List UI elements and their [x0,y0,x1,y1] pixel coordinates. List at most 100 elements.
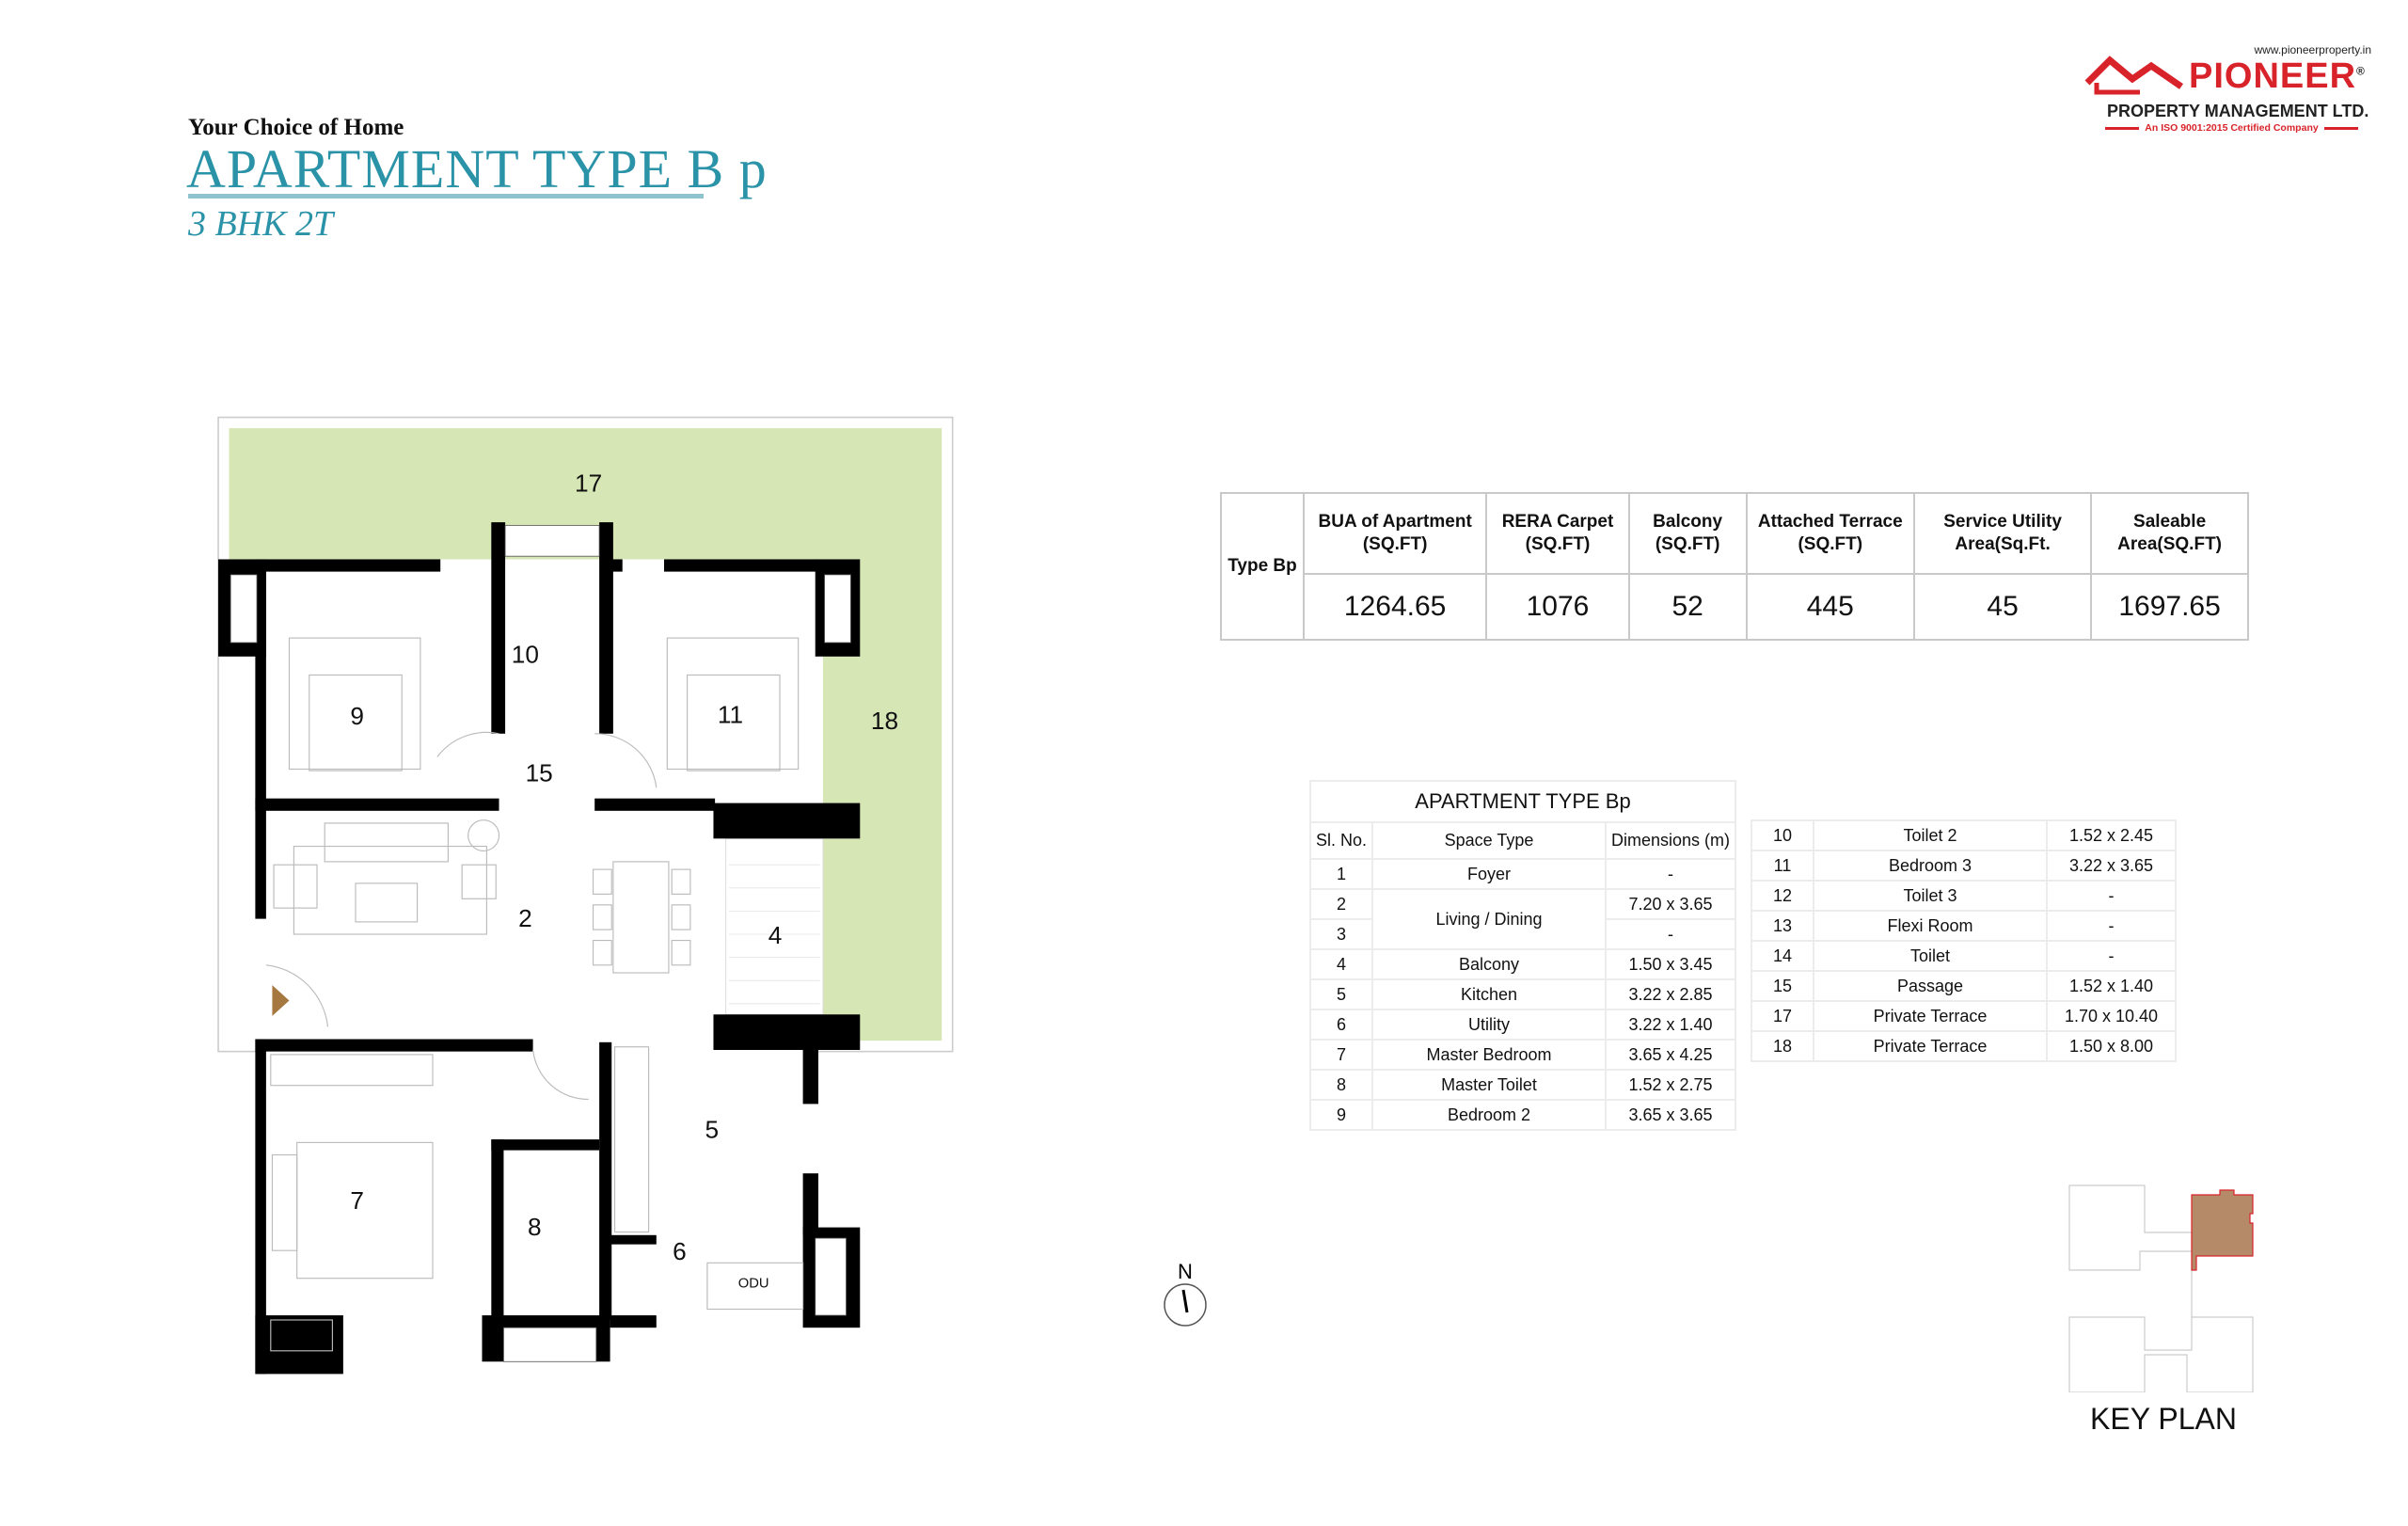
sl-no-cell: 14 [1751,940,1814,972]
sl-no-cell: 11 [1751,850,1814,882]
sl-no-cell: 18 [1751,1030,1814,1062]
north-compass-icon: N [1164,1260,1207,1327]
dimension-cell: 1.50 x 8.00 [2046,1030,2177,1062]
column-header: RERA Carpet (SQ.FT) [1485,492,1630,575]
dimension-cell: - [1605,858,1736,890]
dimension-cell: 3.65 x 4.25 [1605,1039,1736,1071]
service-utility-value: 45 [1912,573,2093,641]
dimension-cell: 1.52 x 1.40 [2046,970,2177,1002]
floor-plan: 17 18 9 10 11 15 2 4 5 7 8 6 ODU [217,416,954,1375]
space-type-cell: Master Bedroom [1371,1039,1607,1071]
dimension-cell: 1.70 x 10.40 [2046,1000,2177,1032]
label-utility: 6 [673,1237,687,1265]
dimension-cell: 1.52 x 2.45 [2046,819,2177,851]
dimension-cell: 7.20 x 3.65 [1605,888,1736,920]
key-plan-label: KEY PLAN [2090,1402,2237,1436]
room-labels: 17 18 9 10 11 15 2 4 5 7 8 6 ODU [350,469,898,1291]
label-master-bedroom: 7 [350,1186,364,1215]
space-type-cell: Living / Dining [1371,888,1607,950]
sl-no-cell: 6 [1309,1009,1373,1041]
window-hatches [230,524,851,1362]
type-cell: Type Bp [1220,492,1305,641]
column-header: Space Type [1371,821,1607,860]
table-row: 1264.65 1076 52 445 45 1697.65 [1221,573,2249,641]
sl-no-cell: 5 [1309,978,1373,1010]
saleable-area-value: 1697.65 [2090,573,2249,641]
logo-url: www.pioneerproperty.in [2254,43,2371,56]
company-logo: www.pioneerproperty.in PIONEER® PROPERTY… [2083,43,2384,137]
dimension-cell: 3.65 x 3.65 [1605,1099,1736,1131]
space-type-cell: Balcony [1371,948,1607,980]
space-table-caption: APARTMENT TYPE Bp [1309,780,1736,823]
dimension-cell: 1.50 x 3.45 [1605,948,1736,980]
space-type-cell: Bedroom 3 [1813,850,2048,882]
label-kitchen: 5 [705,1115,720,1143]
column-header: Sl. No. [1309,821,1373,860]
space-type-cell: Master Toilet [1371,1069,1607,1101]
space-type-cell: Toilet 3 [1813,880,2048,912]
sl-no-cell: 12 [1751,880,1814,912]
sl-no-cell: 7 [1309,1039,1373,1071]
area-summary-table: Type Bp BUA of Apartment (SQ.FT) RERA Ca… [1220,492,2249,641]
label-private-terrace-18: 18 [871,707,898,735]
logo-brand: PIONEER® [2189,56,2366,96]
label-bedroom-2: 9 [350,702,364,730]
space-type-cell: Toilet [1813,940,2048,972]
terrace-value: 445 [1745,573,1915,641]
space-type-cell: Foyer [1371,858,1607,890]
dimension-cell: 1.52 x 2.75 [1605,1069,1736,1101]
north-label: N [1178,1260,1193,1283]
label-private-terrace-17: 17 [575,469,602,497]
dimension-cell: 3.22 x 3.65 [2046,850,2177,882]
label-odu: ODU [738,1277,769,1292]
space-type-cell: Private Terrace [1813,1000,2048,1032]
title-underline [188,194,704,199]
key-plan [2068,1184,2254,1392]
sl-no-cell: 8 [1309,1069,1373,1101]
column-header: Service Utility Area(Sq.Ft. [1912,492,2093,575]
dimension-cell: - [2046,940,2177,972]
sl-no-cell: 4 [1309,948,1373,980]
logo-company: PROPERTY MANAGEMENT LTD. [2107,102,2369,120]
sl-no-cell: 2 [1309,888,1373,920]
label-master-toilet: 8 [528,1213,542,1241]
label-passage: 15 [526,759,553,787]
space-type-cell: Bedroom 2 [1371,1099,1607,1131]
table-header-row: Type Bp BUA of Apartment (SQ.FT) RERA Ca… [1220,492,2249,641]
sl-no-cell: 13 [1751,910,1814,942]
entrance-arrow-icon [272,985,290,1016]
space-type-cell: Kitchen [1371,978,1607,1010]
interior-fill [265,571,824,1320]
highlighted-unit [2191,1189,2254,1271]
configuration-subtitle: 3 BHK 2T [188,204,334,244]
sl-no-cell: 1 [1309,858,1373,890]
label-toilet-2: 10 [512,640,539,668]
space-type-cell: Private Terrace [1813,1030,2048,1062]
rera-carpet-value: 1076 [1485,573,1630,641]
label-living-dining: 2 [518,904,532,932]
dimension-cell: 3.22 x 1.40 [1605,1009,1736,1041]
sl-no-cell: 9 [1309,1099,1373,1131]
space-type-cell: Toilet 2 [1813,819,2048,851]
furniture [265,637,804,1352]
sl-no-cell: 15 [1751,970,1814,1002]
space-type-cell: Utility [1371,1009,1607,1041]
balcony-decking [728,864,820,1005]
space-type-cell: Flexi Room [1813,910,2048,942]
sl-no-cell: 10 [1751,819,1814,851]
column-header: Dimensions (m) [1605,821,1736,860]
space-table: APARTMENT TYPE Bp Sl. No. Space Type Dim… [1309,780,1736,1131]
